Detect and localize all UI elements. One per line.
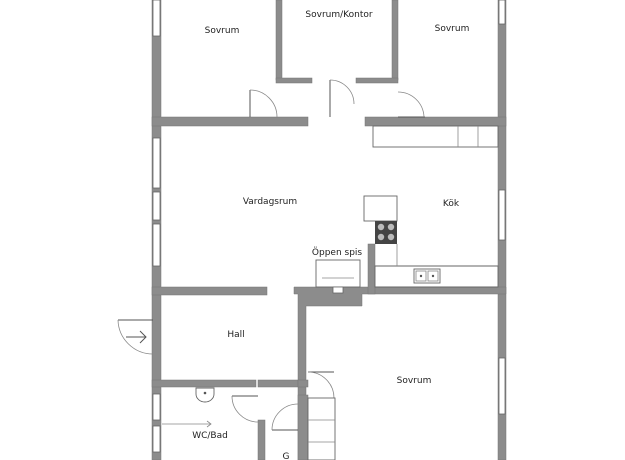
kitchen-fridge [363, 195, 398, 222]
door-swing-wc [231, 395, 259, 423]
wall-hall-wc-left [151, 379, 257, 388]
label-sovrum-kontor: Sovrum/Kontor [305, 10, 372, 20]
window-left-3 [152, 191, 161, 221]
room-labels: Sovrum Sovrum/Kontor Sovrum Vardagsrum K… [192, 10, 469, 460]
stove-icon [375, 221, 397, 244]
window-right-3 [498, 357, 506, 415]
doors [117, 79, 425, 431]
wall-living-hall [151, 286, 268, 296]
window-right-2 [498, 189, 506, 241]
wall-kontor-left [275, 0, 283, 81]
kitchen-fixtures [363, 125, 499, 288]
wall-kontor-bottom-left [275, 77, 313, 84]
entrance-door-swing [117, 319, 154, 355]
wall-kontor-bottom-right [355, 77, 399, 84]
window-left-5 [152, 393, 161, 421]
label-hall: Hall [227, 330, 244, 340]
washbasin-icon [195, 387, 215, 403]
label-kok: Kök [443, 199, 460, 209]
wc-fixtures [162, 387, 215, 428]
wall-kontor-right [391, 0, 399, 81]
label-sovrum-1: Sovrum [205, 26, 240, 36]
door-swing-bedroom2 [397, 91, 425, 118]
sink-icon [413, 268, 441, 284]
window-left-4 [152, 223, 161, 267]
wall-bedroom3-closet [297, 394, 309, 460]
wall-hall-wc-right [257, 379, 299, 388]
wall-kitchen-partition [367, 243, 376, 295]
fireplace-icon [315, 259, 361, 294]
label-oppen-spis: Öppen spis [312, 247, 363, 258]
label-wc-bad: WC/Bad [192, 431, 228, 441]
window-left-1 [152, 0, 161, 37]
window-left-6 [152, 425, 161, 453]
wall-bedrooms-living-left [151, 116, 309, 127]
window-right-1 [498, 0, 506, 25]
door-swing-kontor [329, 79, 355, 105]
windows [152, 0, 506, 453]
door-swing-bedroom3 [307, 371, 335, 399]
wardrobes [307, 397, 336, 460]
wardrobe [307, 397, 336, 460]
wall-wc-right [257, 419, 266, 460]
wall-fireplace [293, 286, 507, 460]
window-left-2 [152, 137, 161, 189]
door-swing-g [271, 403, 299, 431]
label-g: G [283, 452, 290, 460]
label-sovrum-2: Sovrum [435, 24, 470, 34]
door-swing-bedroom1 [249, 89, 278, 118]
label-vardagsrum: Vardagsrum [243, 197, 297, 207]
kitchen-wall-cabinets [372, 125, 499, 148]
wall-bedroom3-top [297, 379, 309, 388]
label-sovrum-3: Sovrum [397, 376, 432, 386]
wall-bedrooms-living-right [364, 116, 507, 127]
entrance-arrow-icon [126, 330, 147, 344]
